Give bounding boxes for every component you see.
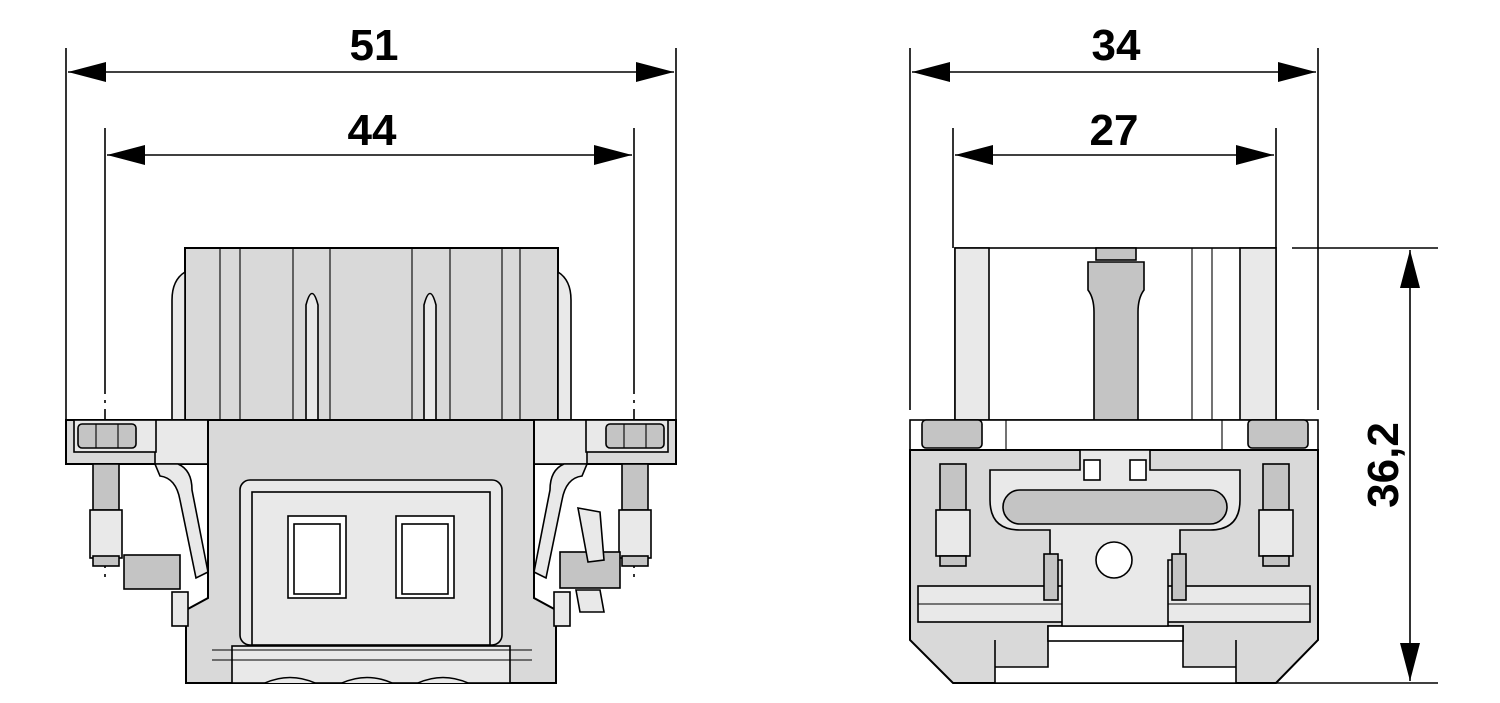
side-locking-bar [1087, 261, 1145, 421]
side-center-hole [1095, 541, 1133, 579]
dimension-label-front-overall: 51 [350, 21, 399, 70]
front-screw-shaft-right [621, 463, 649, 511]
dimension-label-front-inner: 44 [348, 106, 397, 155]
side-screw-nut-right [1258, 509, 1294, 557]
side-view: 34 27 36,2 [909, 21, 1438, 684]
dimension-label-height: 36,2 [1359, 422, 1408, 508]
front-screw-head-left [77, 423, 137, 449]
front-contact-slot-right [423, 292, 437, 420]
side-screw-shaft-left [939, 463, 967, 511]
dimension-label-side-inner: 27 [1090, 106, 1139, 155]
front-screw-nut-left [89, 509, 123, 559]
front-contact-slot-left [305, 292, 319, 420]
side-screw-head-right [1247, 419, 1309, 449]
front-screw-nut-right [618, 509, 652, 559]
front-housing-right-flange [557, 270, 572, 421]
front-screw-head-right [605, 423, 665, 449]
side-screw-head-left [921, 419, 983, 449]
front-locking-lever-right [533, 463, 589, 580]
side-screw-shaft-right [1262, 463, 1290, 511]
front-housing-left-flange [171, 270, 186, 421]
dimension-label-side-overall: 34 [1092, 21, 1141, 70]
side-slot [1002, 489, 1228, 525]
front-screw-shaft-left [92, 463, 120, 511]
side-screw-nut-left [935, 509, 971, 557]
front-view: 51 44 [65, 21, 677, 684]
front-locking-lever-left [153, 463, 209, 580]
front-latch-block-left [123, 554, 181, 590]
